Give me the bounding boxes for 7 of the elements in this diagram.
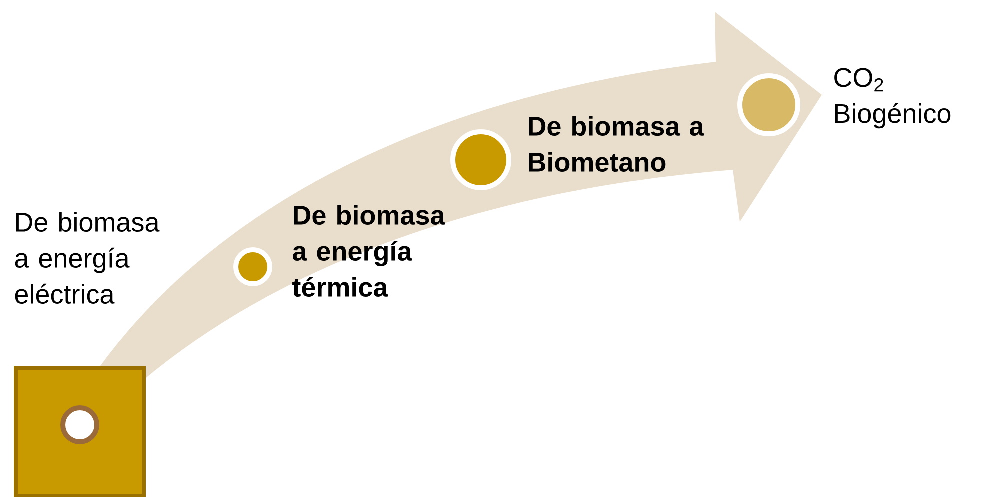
circle-marker <box>60 406 100 444</box>
beside-text: De biomasa a energía eléctrica <box>15 212 160 304</box>
square-block <box>14 366 146 497</box>
beside-text: De biomasa a energía térmica <box>292 205 446 298</box>
beside-text: CO$_{2}$ Biogénico <box>834 68 951 129</box>
beside-text: De biomasa a Biometano <box>529 116 704 172</box>
circle-marker <box>234 248 272 286</box>
